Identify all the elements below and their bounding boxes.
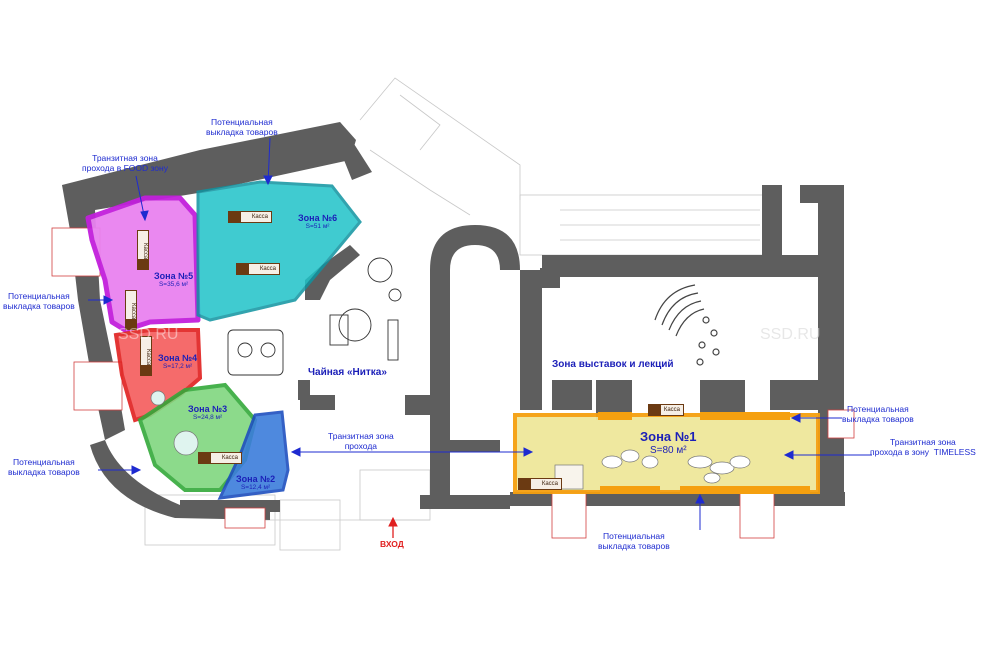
zone-3-area-text: S=24,8 м² — [192, 414, 223, 422]
zone-4-name: Зона №4 — [158, 353, 198, 363]
zone-1-label: Зона №1 S=80 м² — [640, 429, 697, 456]
label-display-right: Потенциальная выкладка товаров — [842, 404, 914, 424]
cash-desk-zone-6-top: Касса — [228, 211, 272, 223]
zone-1-name: Зона №1 — [640, 429, 697, 444]
zone-2-name: Зона №2 — [236, 474, 276, 484]
zone-6-area[interactable] — [196, 180, 362, 322]
zone-2-area-text: S=12,4 м² — [240, 484, 271, 492]
zone-3-round-display — [173, 430, 199, 456]
zone-1-display-bands — [598, 412, 810, 494]
label-tea-room: Чайная «Нитка» — [308, 367, 387, 378]
exhibition-seating — [654, 284, 720, 366]
zone-4-area-text: S=17,2 м² — [162, 363, 193, 371]
label-display-bottom: Потенциальная выкладка товаров — [598, 531, 670, 551]
label-transit-food: Транзитная зона прохода в FOOD зону — [82, 153, 168, 173]
cash-desk-zone-1-left: Касса — [518, 478, 562, 490]
zone-1-area[interactable] — [513, 413, 820, 494]
watermark-right: SSD.RU — [760, 326, 821, 343]
zone-6-name: Зона №6 — [298, 213, 338, 223]
walls — [62, 122, 845, 520]
label-display-left: Потенциальная выкладка товаров — [3, 291, 75, 311]
windows — [51, 227, 855, 539]
zone-5-name: Зона №5 — [154, 271, 194, 281]
cash-desk-zone-3: Касса — [198, 452, 242, 464]
label-display-top: Потенциальная выкладка товаров — [206, 117, 278, 137]
cash-desk-zone-4: Касса — [140, 336, 152, 376]
zone-1-displays — [554, 449, 751, 490]
cash-desk-zone-5-mid: Касса — [125, 290, 137, 330]
zone-2-label: Зона №2 S=12,4 м² — [236, 474, 275, 492]
zone-5-area-text: S=35,6 м² — [158, 281, 189, 289]
watermark-left: SSD.RU — [118, 326, 179, 343]
pointer-arrows — [88, 137, 872, 530]
cash-desk-zone-5-top: Касса — [137, 230, 149, 270]
label-exhibition: Зона выставок и лекций — [552, 359, 674, 370]
cash-desk-zone-6-bottom: Касса — [236, 263, 280, 275]
zone-4-round-display — [150, 390, 166, 406]
cash-desk-zone-1-top: Касса — [648, 404, 684, 416]
label-transit-center: Транзитная зона прохода — [328, 431, 394, 451]
zone-1-area-text: S=80 м² — [649, 444, 687, 456]
zone-4-label: Зона №4 S=17,2 м² — [158, 353, 197, 371]
zone-5-label: Зона №5 S=35,6 м² — [154, 271, 193, 289]
zone-3-name: Зона №3 — [188, 404, 228, 414]
entrance-arrow — [388, 516, 398, 538]
label-entrance: ВХОД — [380, 539, 404, 549]
zone-6-area-text: S=51 м² — [305, 223, 330, 231]
label-display-bottom-left: Потенциальная выкладка товаров — [8, 457, 80, 477]
zone-6-label: Зона №6 S=51 м² — [298, 213, 337, 231]
tea-room-furniture — [227, 257, 402, 376]
label-transit-timeless: Транзитная зона прохода в зону TIMELESS — [870, 437, 976, 457]
zone-3-label: Зона №3 S=24,8 м² — [188, 404, 227, 422]
